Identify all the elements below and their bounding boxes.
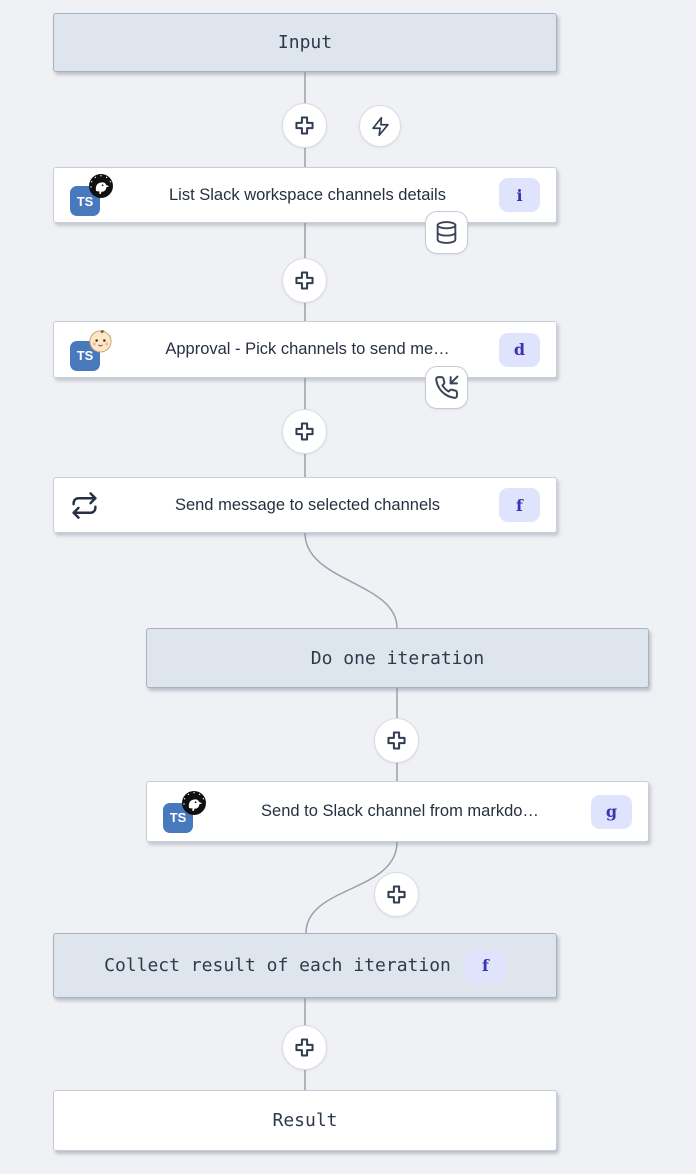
repeat-icon: [70, 491, 99, 520]
node-do-one-iteration-label: Do one iteration: [310, 647, 485, 669]
node-approval-badge: d: [499, 332, 540, 367]
node-send-message-badge: f: [499, 488, 540, 522]
plus-icon: [293, 1036, 316, 1059]
plus-icon: [293, 420, 316, 443]
trigger-button[interactable]: [359, 105, 401, 147]
add-step-button-1[interactable]: [282, 103, 327, 148]
plus-icon: [385, 729, 408, 752]
node-input[interactable]: Input: [53, 13, 557, 72]
node-collect-result-label: Collect result of each iteration: [104, 955, 451, 976]
node-send-to-slack-badge: g: [591, 794, 632, 829]
database-icon: [434, 220, 459, 245]
node-send-message-label: Send message to selected channels: [174, 495, 441, 514]
node-input-label: Input: [277, 32, 333, 53]
add-step-button-5[interactable]: [374, 872, 419, 917]
node-collect-result-badge: f: [464, 948, 506, 983]
node-send-message[interactable]: Send message to selected channels f: [53, 477, 557, 533]
baby-face-icon: [88, 328, 114, 354]
node-approval-label: Approval - Pick channels to send me…: [165, 340, 450, 358]
plus-icon: [293, 269, 316, 292]
dino-logo-icon: [181, 790, 207, 816]
node-result[interactable]: Result: [53, 1090, 557, 1151]
add-step-button-4[interactable]: [374, 718, 419, 763]
node-list-channels-badge: i: [499, 178, 540, 212]
node-approval[interactable]: TS Approval - Pick channels to send me… …: [53, 321, 557, 378]
dino-logo-icon: [88, 173, 114, 199]
node-result-label: Result: [272, 1110, 338, 1131]
add-step-button-3[interactable]: [282, 409, 327, 454]
plus-icon: [385, 883, 408, 906]
cache-chip[interactable]: [425, 211, 468, 254]
node-send-to-slack-label: Send to Slack channel from markdo…: [261, 802, 539, 820]
node-send-to-slack[interactable]: TS Send to Slack channel from markdo… g: [146, 781, 649, 842]
node-list-channels[interactable]: TS List Slack workspace channels details…: [53, 167, 557, 223]
suspend-chip[interactable]: [425, 366, 468, 409]
zap-icon: [370, 116, 391, 137]
add-step-button-2[interactable]: [282, 258, 327, 303]
node-do-one-iteration[interactable]: Do one iteration: [146, 628, 649, 688]
node-list-channels-label: List Slack workspace channels details: [169, 185, 446, 204]
node-collect-result[interactable]: Collect result of each iteration f: [53, 933, 557, 998]
phone-incoming-icon: [434, 375, 459, 400]
add-step-button-6[interactable]: [282, 1025, 327, 1070]
plus-icon: [293, 114, 316, 137]
